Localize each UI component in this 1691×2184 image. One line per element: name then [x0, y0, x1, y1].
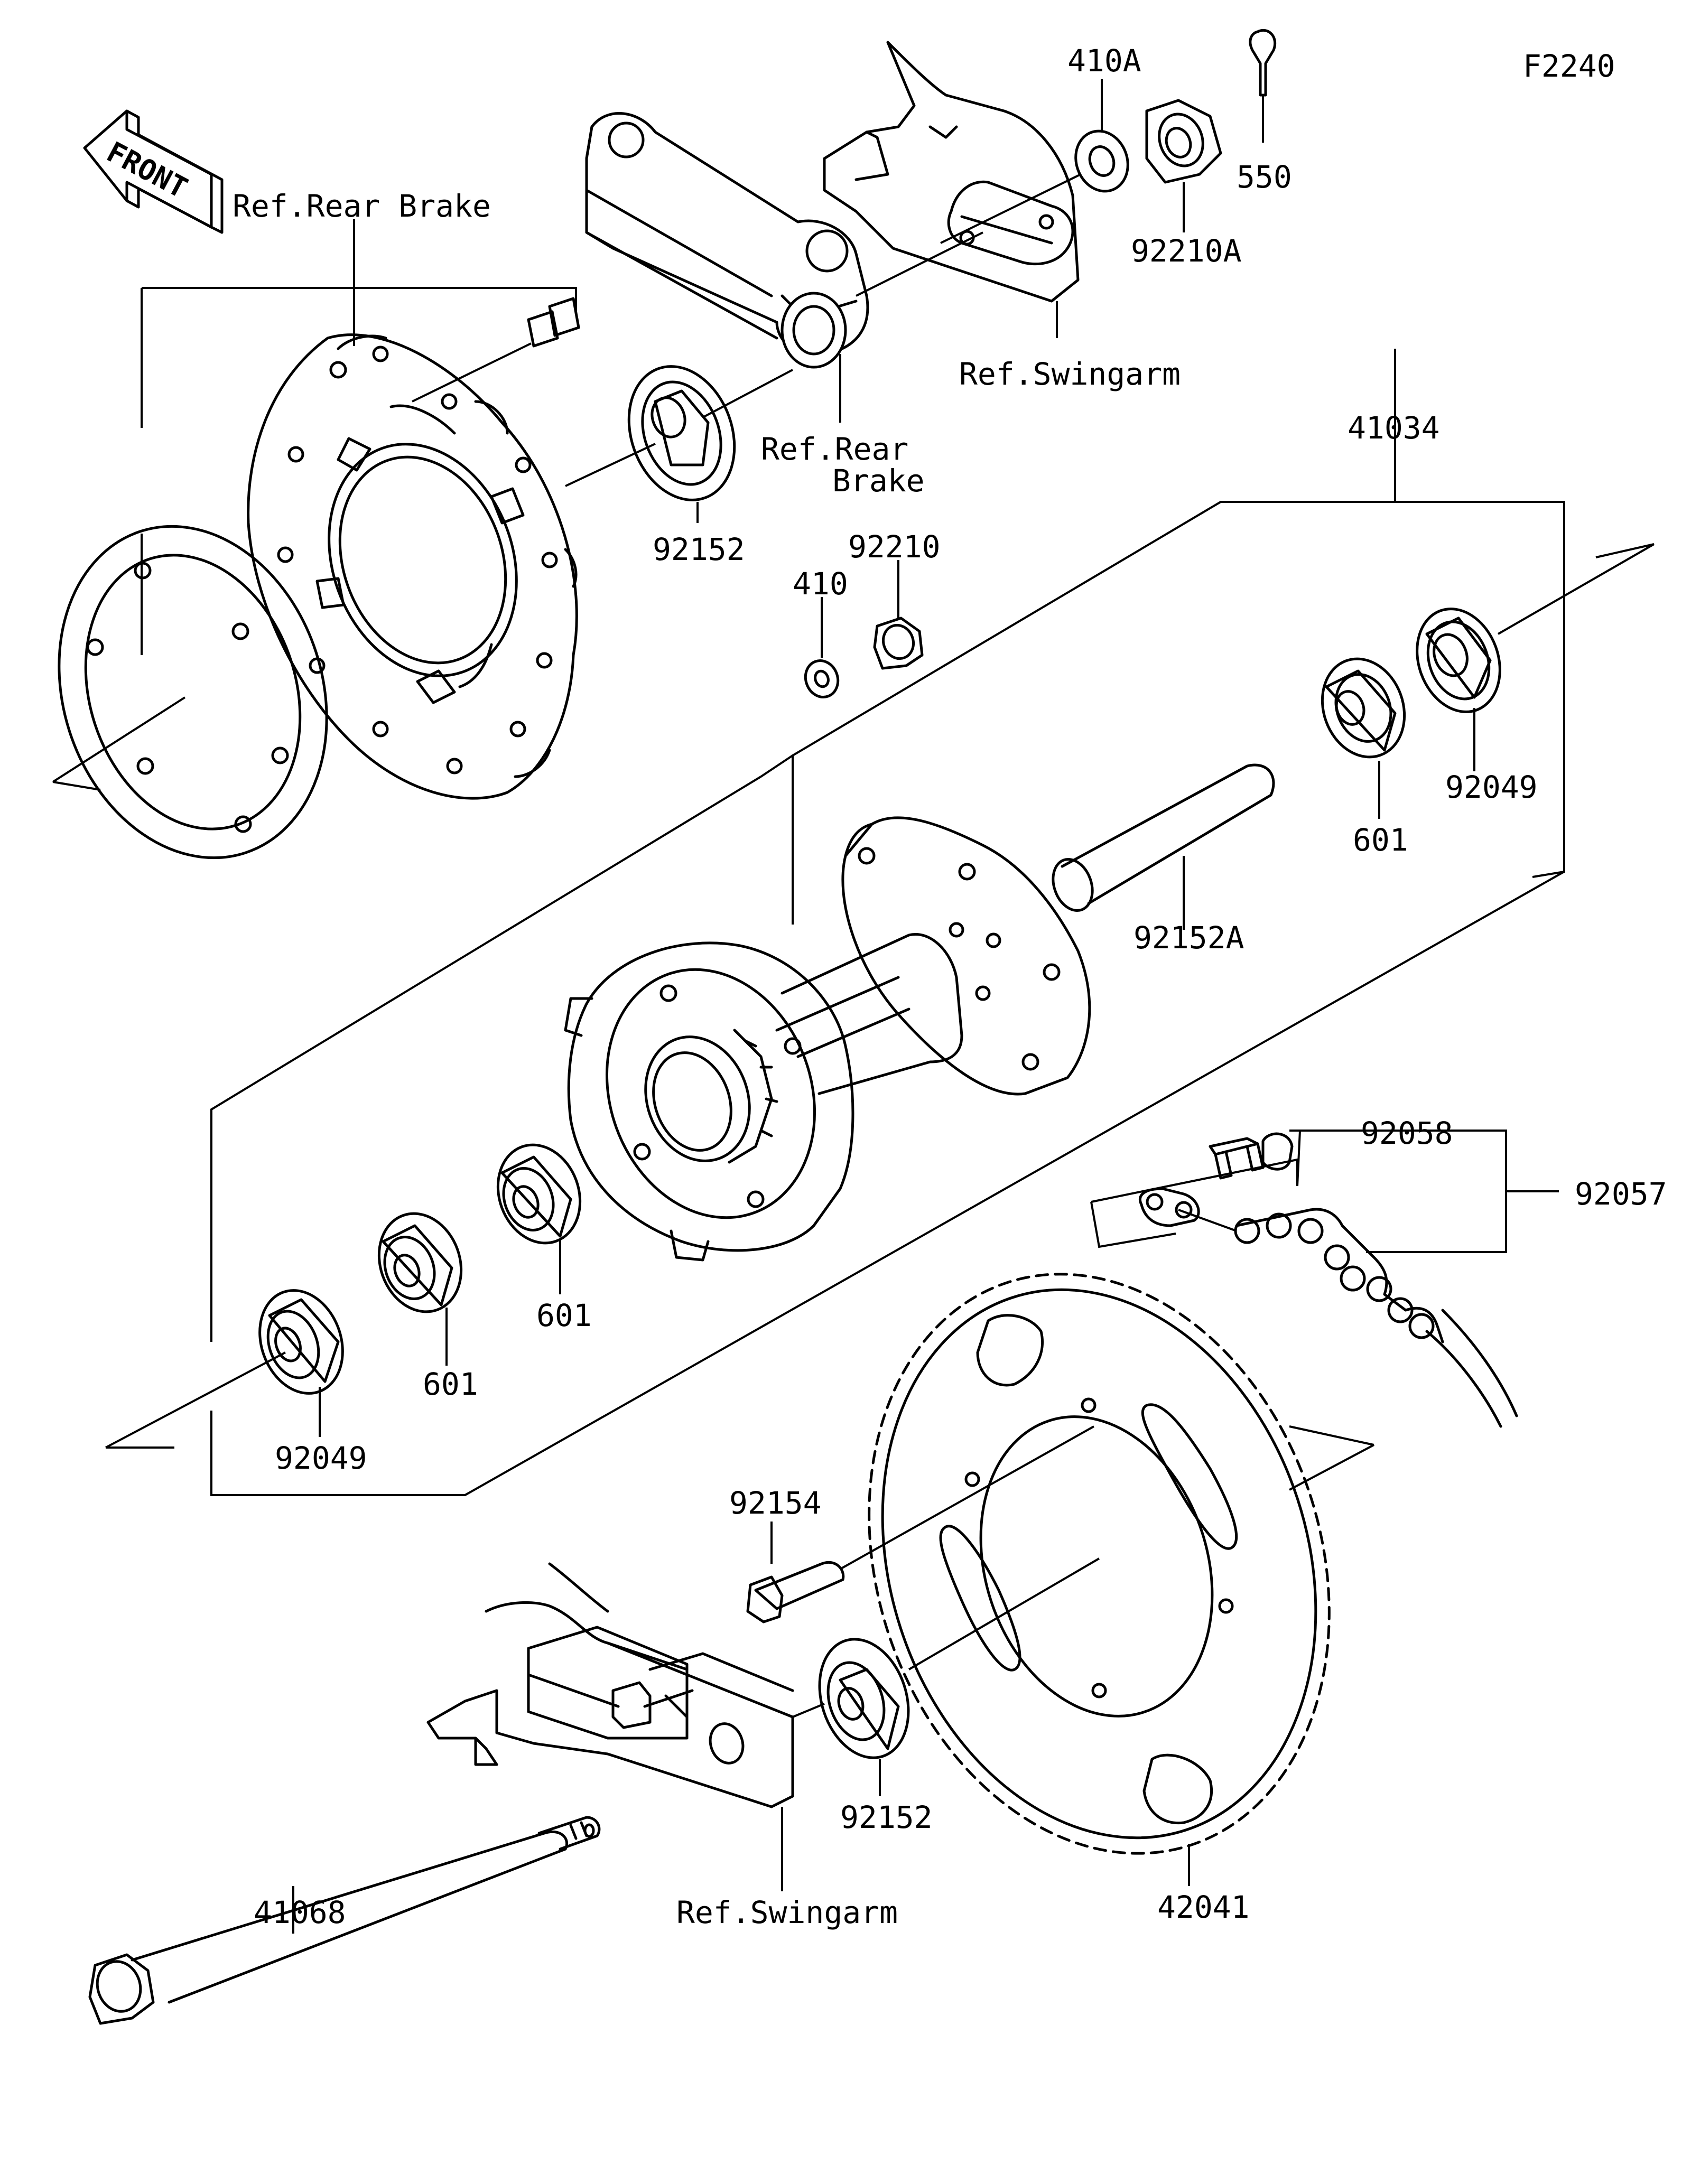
- part-92210: 92210: [848, 529, 941, 565]
- part-550: 550: [1237, 159, 1292, 195]
- part-92210a: 92210A: [1131, 233, 1242, 269]
- oil-seal-92049-left: [105, 1289, 344, 1449]
- swingarm-top: [823, 41, 1080, 303]
- drive-chain: [1178, 1208, 1518, 1428]
- part-92152-bottom: 92152: [840, 1799, 933, 1835]
- label-ref-rear-brake-2a: Ref.Rear: [761, 431, 908, 467]
- nut-92210: [873, 560, 924, 670]
- part-41068: 41068: [254, 1894, 346, 1930]
- rear-axle-41068: [88, 1816, 601, 2025]
- nut-92210a: [1145, 99, 1222, 232]
- bearing-601-left: [377, 1212, 463, 1366]
- part-42041: 42041: [1157, 1889, 1250, 1925]
- part-410a: 410A: [1067, 43, 1141, 79]
- collar-92152-top: [565, 365, 793, 523]
- washer-410a: [940, 79, 1129, 244]
- rear-wheel-hub: [564, 816, 1091, 1262]
- rear-sprocket: [868, 1273, 1374, 1886]
- sprocket-bolt-92154: [746, 1425, 1094, 1623]
- label-ref-rear-brake-1: Ref.Rear Brake: [233, 188, 491, 224]
- oil-seal-92049-right: [1416, 543, 1655, 771]
- part-92152-top: 92152: [653, 531, 745, 567]
- part-41034: 41034: [1348, 410, 1440, 446]
- washer-410: [804, 597, 840, 698]
- part-601-right: 601: [1353, 822, 1408, 858]
- part-92049-right: 92049: [1445, 769, 1538, 805]
- swingarm-bottom: [426, 1562, 794, 1891]
- cotter-pin-550: [1249, 29, 1277, 143]
- gasket-plate: [58, 525, 328, 860]
- bearing-601-mid: [496, 1143, 582, 1294]
- part-92152a: 92152A: [1133, 920, 1244, 956]
- brake-disc: [247, 333, 578, 800]
- brake-disc-group: [52, 287, 580, 860]
- part-92154: 92154: [729, 1485, 822, 1521]
- label-ref-swingarm-bottom: Ref.Swingarm: [676, 1894, 898, 1930]
- collar-92152-bottom: [792, 1557, 1100, 1796]
- label-ref-swingarm-top: Ref.Swingarm: [959, 356, 1181, 392]
- part-410: 410: [793, 566, 848, 602]
- part-92049-left: 92049: [275, 1440, 367, 1476]
- part-92058: 92058: [1361, 1115, 1453, 1151]
- hub-assembly-bracket: [210, 349, 1565, 1496]
- part-601-left: 601: [423, 1366, 478, 1402]
- label-ref-rear-brake-2b: Brake: [832, 463, 925, 499]
- spacer-tube-92152a: [1052, 763, 1275, 930]
- figure-code: F2240: [1523, 48, 1615, 84]
- disc-bolt: [412, 297, 580, 403]
- part-601-mid: 601: [536, 1298, 592, 1333]
- chain-joint-kit: [1090, 1130, 1302, 1248]
- part-92057: 92057: [1575, 1176, 1667, 1212]
- caliper-bracket: [585, 112, 869, 369]
- bearing-601-right: [1321, 657, 1406, 819]
- front-direction-arrow-icon: FRONT: [83, 109, 224, 234]
